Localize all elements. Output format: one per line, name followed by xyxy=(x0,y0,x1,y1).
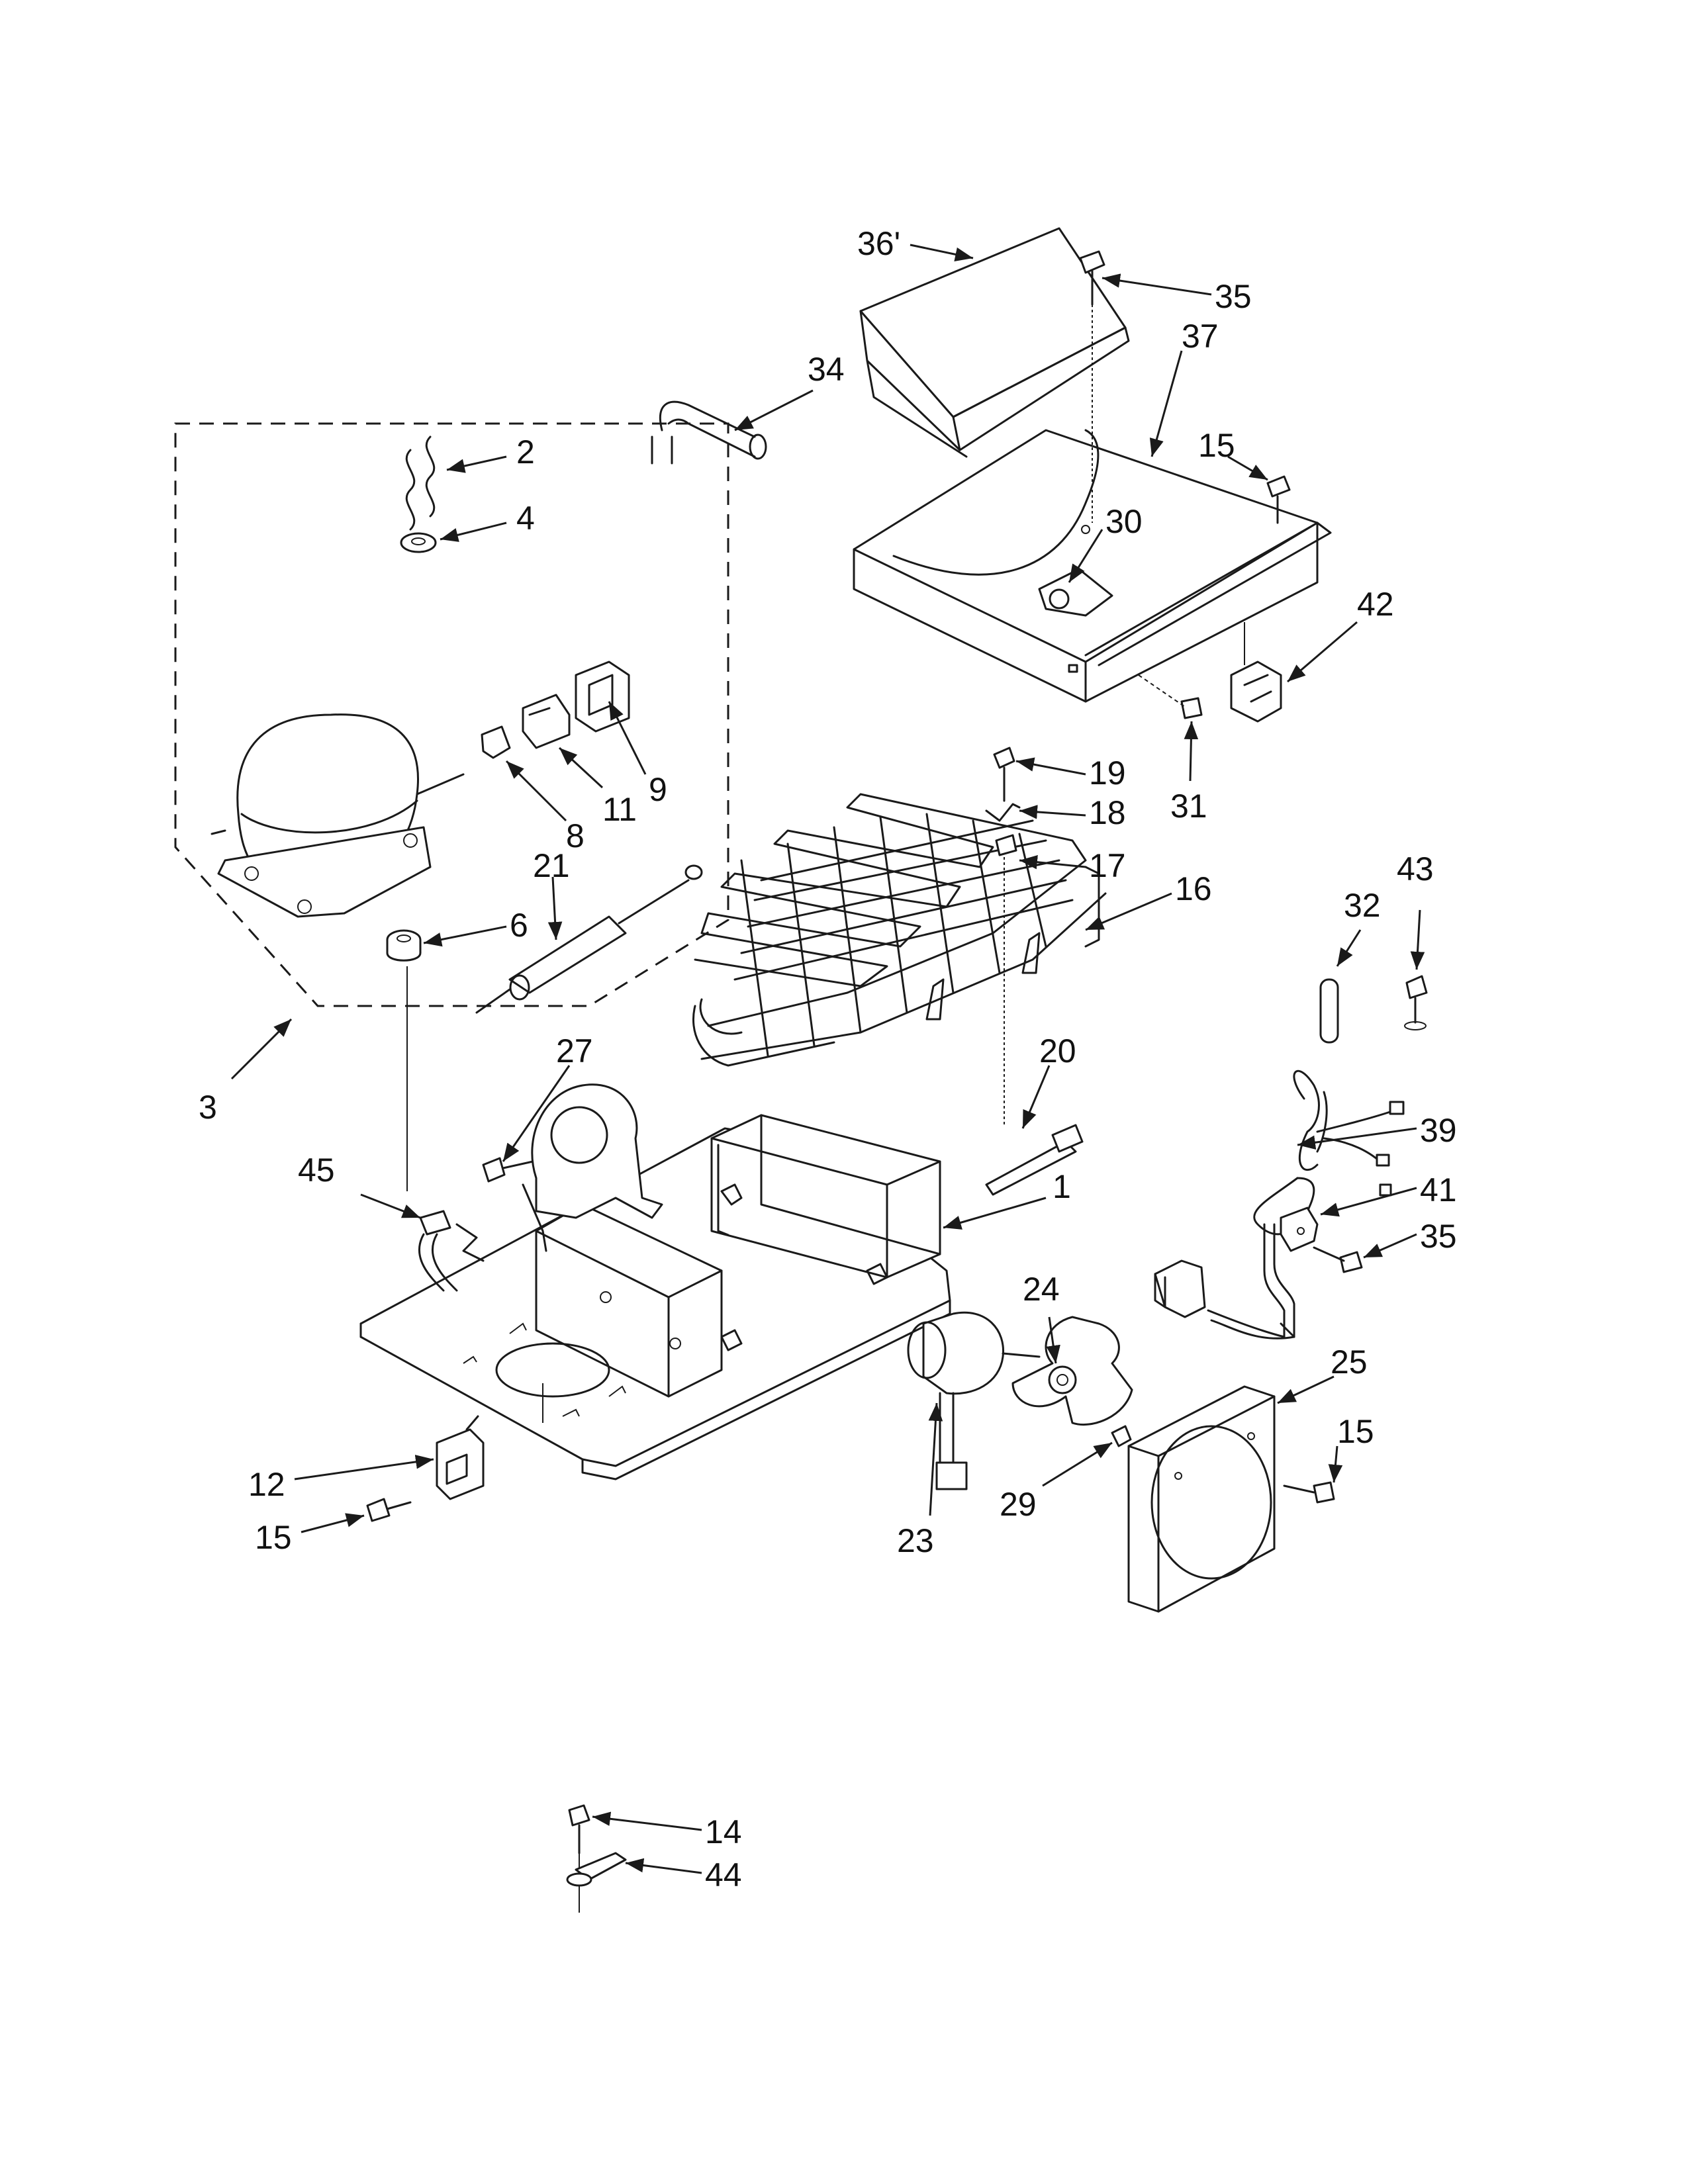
callout-42: 42 xyxy=(1357,586,1394,623)
screw-part-15-top xyxy=(1266,475,1291,524)
callout-18: 18 xyxy=(1089,794,1126,831)
relay-part-11 xyxy=(522,694,571,749)
callout-34: 34 xyxy=(808,351,845,388)
harness-part-45 xyxy=(418,1210,485,1292)
callout-14: 14 xyxy=(705,1813,742,1850)
screw-part-43 xyxy=(1404,975,1428,1030)
callout-24: 24 xyxy=(1023,1271,1060,1308)
callout-4: 4 xyxy=(516,500,535,537)
callout-27: 27 xyxy=(556,1032,593,1069)
clamp-part-41 xyxy=(1280,1206,1319,1252)
callout-1: 1 xyxy=(1053,1168,1071,1205)
hose-part-34 xyxy=(651,400,767,465)
callout-12: 12 xyxy=(248,1466,285,1503)
callout-6: 6 xyxy=(510,907,528,944)
callout-35-right: 35 xyxy=(1420,1218,1457,1255)
terminal-block-part-12 xyxy=(436,1415,485,1500)
callout-11: 11 xyxy=(602,791,637,828)
callout-21: 21 xyxy=(533,847,570,884)
callout-15-top: 15 xyxy=(1198,427,1235,464)
cable-tie-part-20 xyxy=(985,1124,1084,1196)
callout-45: 45 xyxy=(298,1152,335,1189)
clip-part-17 xyxy=(995,834,1017,1125)
callout-25: 25 xyxy=(1331,1343,1368,1381)
clip-part-2 xyxy=(405,435,436,531)
evaporator-coil-part-16 xyxy=(692,793,1107,1067)
screw-part-19 xyxy=(993,747,1015,802)
callout-23: 23 xyxy=(897,1522,934,1559)
callout-8: 8 xyxy=(566,817,585,854)
screw-part-27 xyxy=(482,1157,534,1183)
overload-part-8 xyxy=(481,725,511,759)
screw-part-14 xyxy=(568,1804,590,1913)
screw-part-35-right xyxy=(1313,1246,1363,1273)
retainer-part-29 xyxy=(1111,1425,1132,1447)
screw-part-15-left xyxy=(366,1498,412,1522)
callout-43: 43 xyxy=(1397,850,1434,887)
callout-41: 41 xyxy=(1420,1171,1457,1208)
callout-labels: 36' 35 37 34 2 15 4 30 42 19 9 31 18 11 … xyxy=(199,225,1457,1893)
leader-lines xyxy=(230,244,1425,1874)
callout-35-top: 35 xyxy=(1215,278,1252,315)
callout-9: 9 xyxy=(649,771,667,808)
washer-part-4 xyxy=(400,532,437,553)
relay-part-42 xyxy=(1230,622,1282,723)
drier-part-21 xyxy=(475,864,703,1014)
top-panel-part-37 xyxy=(853,429,1332,703)
power-cord-part-39 xyxy=(1154,1069,1405,1340)
fan-shroud-part-25 xyxy=(1127,1385,1276,1613)
callout-3: 3 xyxy=(199,1089,217,1126)
screw-part-31 xyxy=(1138,674,1203,719)
callout-37: 37 xyxy=(1182,318,1219,355)
callout-31: 31 xyxy=(1170,788,1207,825)
pin-part-32 xyxy=(1319,978,1339,1044)
callout-20: 20 xyxy=(1039,1032,1076,1069)
base-pan-part-1 xyxy=(359,1083,951,1480)
callout-29: 29 xyxy=(1000,1486,1037,1523)
callout-15-left: 15 xyxy=(255,1519,292,1556)
callout-30: 30 xyxy=(1105,503,1143,540)
callout-19: 19 xyxy=(1089,754,1126,792)
callout-36: 36' xyxy=(857,225,900,262)
washer-part-44 xyxy=(566,1852,627,1887)
grommet-part-6 xyxy=(386,929,422,962)
shroud-part-36 xyxy=(859,227,1130,458)
compressor xyxy=(211,713,465,918)
callout-17: 17 xyxy=(1089,847,1126,884)
callout-2: 2 xyxy=(516,433,535,471)
fan-blade-part-24 xyxy=(1011,1316,1133,1426)
callout-15-right: 15 xyxy=(1337,1413,1374,1450)
compressor-assembly-boundary-3 xyxy=(174,422,729,1007)
fan-motor-part-23 xyxy=(907,1311,1041,1490)
cover-part-9 xyxy=(575,660,630,733)
screw-part-35-top xyxy=(1079,250,1105,523)
screw-part-15-right xyxy=(1283,1481,1335,1504)
callout-39: 39 xyxy=(1420,1112,1457,1149)
clip-part-18 xyxy=(985,803,1021,822)
callout-32: 32 xyxy=(1344,887,1381,924)
callout-16: 16 xyxy=(1175,870,1212,907)
callout-44: 44 xyxy=(705,1856,742,1893)
